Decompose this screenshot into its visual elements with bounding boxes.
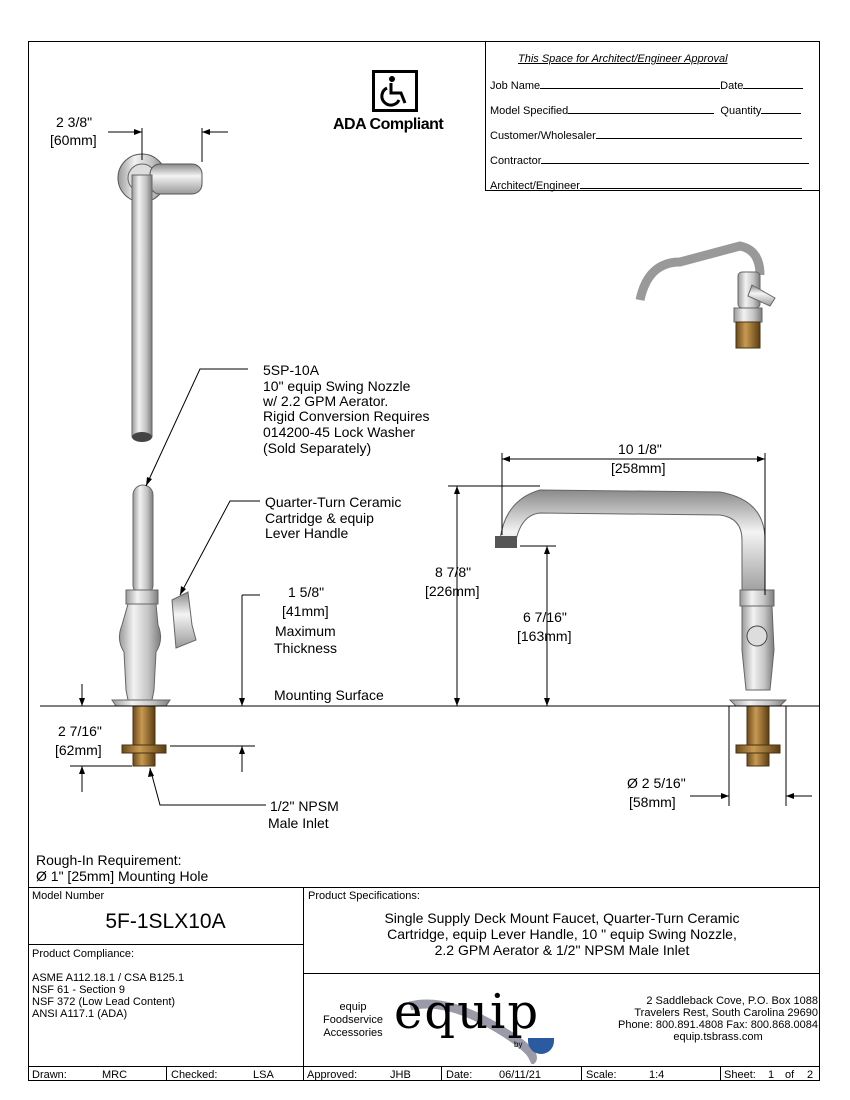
rough-in-label: Rough-In Requirement: [36, 852, 182, 868]
nozzle-callout-3: w/ 2.2 GPM Aerator. [263, 393, 389, 409]
spout-height-mm: [163mm] [517, 628, 572, 644]
max-thickness-label-1: Maximum [275, 623, 336, 639]
top-view-nozzle [117, 153, 203, 442]
ada-compliant-label: ADA Compliant [333, 116, 444, 133]
address: 2 Saddleback Cove, P.O. Box 1088 Travele… [617, 995, 818, 1043]
base-diameter-mm: [58mm] [629, 794, 676, 810]
drawing-frame [28, 41, 820, 1081]
tsbrass-logo-icon [528, 1038, 554, 1054]
shank-length-mm: [62mm] [55, 742, 102, 758]
height-in: 8 7/8" [435, 564, 472, 580]
cartridge-callout-1: Quarter-Turn Ceramic [265, 494, 402, 510]
inlet-callout-2: Male Inlet [268, 815, 329, 831]
side-view-faucet [111, 484, 197, 767]
brand-text: equip Foodservice Accessories [323, 1001, 383, 1039]
model-specified-row[interactable]: Model Specified Quantity [490, 103, 802, 117]
spout-height-in: 6 7/16" [523, 609, 567, 625]
compliance-list: ASME A112.18.1 / CSA B125.1 NSF 61 - Sec… [32, 972, 185, 1020]
iso-view-faucet [635, 241, 776, 349]
nozzle-callout-5: 014200-45 Lock Washer [263, 424, 416, 440]
title-block: Model Number 5F-1SLX10A Product Complian… [28, 887, 820, 1082]
max-thickness-label-2: Thickness [274, 640, 338, 656]
contractor-row[interactable]: Contractor [490, 153, 810, 167]
model-number-label: Model Number [32, 890, 105, 902]
logo-by: by [514, 1040, 523, 1049]
nozzle-callout-2: 10" equip Swing Nozzle [263, 378, 411, 394]
shank-length-in: 2 7/16" [58, 723, 102, 739]
inlet-callout-1: 1/2" NPSM [270, 798, 339, 814]
nozzle-callout-1: 5SP-10A [263, 362, 320, 378]
architect-row[interactable]: Architect/Engineer [490, 178, 802, 192]
spec-text: Single Supply Deck Mount Faucet, Quarter… [384, 910, 740, 958]
max-thickness-in: 1 5/8" [288, 584, 325, 600]
top-width-mm: [60mm] [50, 132, 97, 148]
cartridge-callout-2: Cartridge & equip [265, 510, 374, 526]
customer-row[interactable]: Customer/Wholesaler [490, 128, 802, 142]
logo-text: equip [394, 984, 541, 1040]
nozzle-callout-4: Rigid Conversion Requires [263, 408, 430, 424]
signature-strip: Drawn: MRC Checked: LSA Approved: JHB Da… [28, 1066, 820, 1083]
compliance-label: Product Compliance: [32, 948, 135, 960]
equip-logo [390, 976, 590, 1069]
top-width-in: 2 3/8" [56, 114, 93, 130]
approval-header: This Space for Architect/Engineer Approv… [518, 53, 728, 65]
height-mm: [226mm] [425, 583, 480, 599]
wheelchair-icon [372, 70, 418, 112]
mounting-surface-label: Mounting Surface [274, 687, 384, 703]
approval-box: This Space for Architect/Engineer Approv… [485, 41, 820, 192]
spec-label: Product Specifications: [308, 890, 420, 902]
max-thickness-mm: [41mm] [282, 603, 329, 619]
base-diameter-in: Ø 2 5/16" [627, 775, 686, 791]
rough-in-hole: Ø 1" [25mm] Mounting Hole [36, 868, 209, 884]
nozzle-length-mm: [258mm] [611, 460, 666, 476]
model-number: 5F-1SLX10A [105, 910, 226, 933]
front-view-faucet [495, 489, 788, 767]
nozzle-callout-6: (Sold Separately) [263, 440, 372, 456]
nozzle-length-in: 10 1/8" [618, 441, 662, 457]
cartridge-callout-3: Lever Handle [265, 525, 349, 541]
